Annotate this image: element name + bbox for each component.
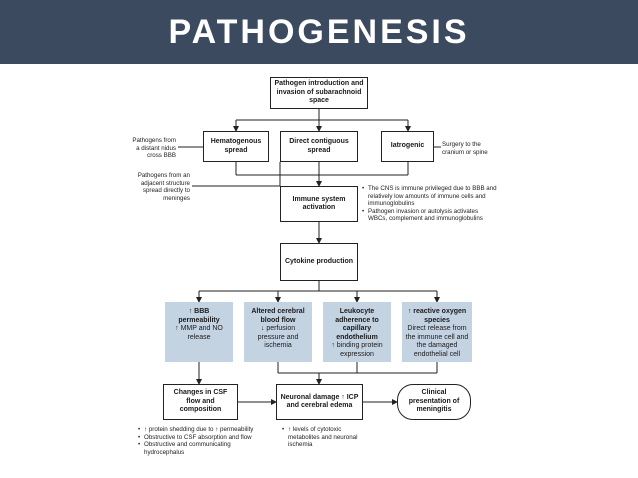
cerebral-blood-flow-detail: ↓ perfusion pressure and ischemia	[257, 325, 299, 349]
immune-notes: The CNS is immune privileged due to BBB …	[362, 185, 498, 223]
neuronal-damage-box: Neuronal damage ↑ ICP and cerebral edema	[276, 384, 363, 420]
immune-activation-label: Immune system activation	[292, 195, 346, 212]
csf-note-item: ↑ protein shedding due to ↑ permeability	[138, 426, 270, 434]
direct-contiguous-spread-label: Direct contiguous spread	[289, 138, 349, 154]
cytokine-production-box: Cytokine production	[280, 243, 358, 281]
title-banner: PATHOGENESIS	[0, 0, 638, 64]
iatrogenic-label: Iatrogenic	[390, 142, 425, 150]
leukocyte-adherence-box: Leukocyte adherence to capillary endothe…	[323, 302, 391, 362]
bbb-permeability-box: ↑ BBB permeability ↑ MMP and NO release	[165, 302, 233, 362]
neuronal-note-item: ↑ levels of cytotoxic metabolites and ne…	[282, 426, 362, 449]
reactive-oxygen-detail: Direct release from the immune cell and …	[405, 325, 469, 358]
distant-nidus-note: Pathogens from a distant nidus cross BBB	[128, 137, 176, 160]
adjacent-structure-note: Pathogens from an adjacent structure spr…	[134, 172, 190, 202]
csf-changes-box: Changes in CSF flow and composition	[163, 384, 238, 420]
neuronal-notes: ↑ levels of cytotoxic metabolites and ne…	[282, 426, 362, 449]
cytokine-production-label: Cytokine production	[284, 257, 354, 265]
csf-changes-label: Changes in CSF flow and composition	[173, 389, 228, 414]
hematogenous-spread-box: Hematogenous spread	[203, 131, 269, 162]
distant-nidus-text: Pathogens from a distant nidus cross BBB	[132, 137, 176, 160]
immune-activation-box: Immune system activation	[280, 186, 358, 222]
clinical-presentation-label: Clinical presentation of meningitis	[408, 389, 460, 414]
surgery-note: Surgery to the cranium or spine	[442, 141, 498, 156]
hematogenous-spread-label: Hematogenous spread	[210, 138, 262, 154]
bbb-permeability-title: ↑ BBB permeability	[178, 308, 220, 324]
surgery-text: Surgery to the cranium or spine	[442, 141, 488, 156]
page-title: PATHOGENESIS	[168, 12, 470, 51]
adjacent-structure-text: Pathogens from an adjacent structure spr…	[137, 172, 190, 202]
reactive-oxygen-box: ↑ reactive oxygen species Direct release…	[402, 302, 472, 362]
iatrogenic-box: Iatrogenic	[381, 131, 434, 162]
clinical-presentation-box: Clinical presentation of meningitis	[397, 384, 471, 420]
leukocyte-adherence-detail: ↑ binding protein expression	[331, 342, 383, 358]
direct-contiguous-spread-box: Direct contiguous spread	[280, 131, 358, 162]
bbb-permeability-detail: ↑ MMP and NO release	[175, 325, 223, 341]
immune-note-item: Pathogen invasion or autolysis activates…	[362, 208, 498, 223]
pathogen-introduction-box: Pathogen introduction and invasion of su…	[270, 77, 368, 109]
csf-notes: ↑ protein shedding due to ↑ permeability…	[138, 426, 270, 456]
neuronal-damage-label: Neuronal damage ↑ ICP and cerebral edema	[280, 393, 359, 410]
reactive-oxygen-title: ↑ reactive oxygen species	[407, 308, 467, 324]
pathogen-introduction-label: Pathogen introduction and invasion of su…	[274, 80, 364, 105]
csf-note-item: Obstructive and communicating hydrocepha…	[138, 441, 270, 456]
csf-note-item: Obstructive to CSF absorption and flow	[138, 434, 270, 442]
cerebral-blood-flow-box: Altered cerebral blood flow ↓ perfusion …	[244, 302, 312, 362]
cerebral-blood-flow-title: Altered cerebral blood flow	[251, 308, 305, 324]
immune-note-item: The CNS is immune privileged due to BBB …	[362, 185, 498, 208]
leukocyte-adherence-title: Leukocyte adherence to capillary endothe…	[335, 308, 379, 341]
